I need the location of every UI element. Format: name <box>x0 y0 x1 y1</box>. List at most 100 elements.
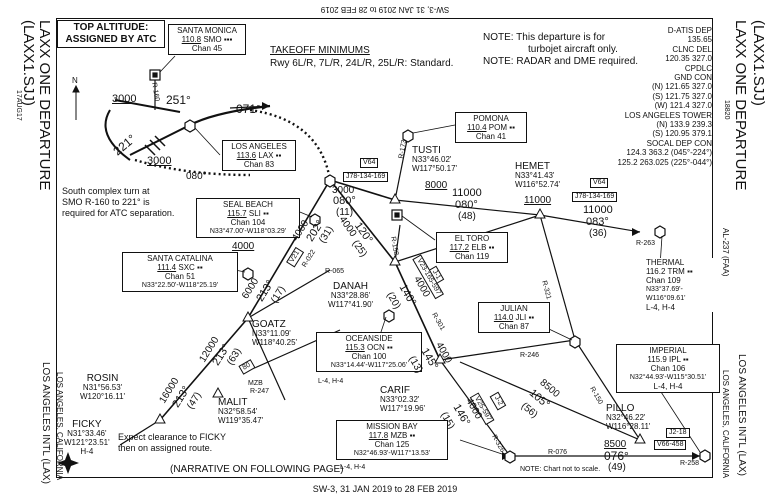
hdg-080b: 080° <box>333 195 356 207</box>
fix-lat: N33°41.43' <box>515 171 555 180</box>
navaid-oceanside: OCEANSIDE 115.3 OCN ▪▪ Chan 100 N33°14.4… <box>316 332 422 372</box>
morse-code-icon: ▪▪ <box>509 123 515 132</box>
note2-label: NOTE: <box>483 56 514 67</box>
comm-label: SOCAL DEP CON <box>646 138 712 148</box>
navaid-id: POM <box>488 123 507 132</box>
navaid-name: POMONA <box>473 114 509 123</box>
fix-lat: N31°56.53' <box>82 383 123 392</box>
navaid-freq: 110.8 <box>181 35 202 44</box>
fix-lat: N32°58.54' <box>218 407 258 416</box>
comm-label: 124.3 363.2 (045°-224°) <box>626 148 712 158</box>
navaid-name: IMPERIAL <box>649 346 687 355</box>
navaid-freq: 113.6 <box>236 151 257 160</box>
chart-frame <box>56 18 713 478</box>
mission-bay-extra: L-4, H-4 <box>340 464 366 471</box>
bottom-caption: SW-3, 31 JAN 2019 to 28 FEB 2019 <box>312 484 458 494</box>
fix-lat: N33°02.32' <box>380 395 420 404</box>
navaid-freq: 115.9 <box>647 355 667 364</box>
navaid-chan: Chan 106 <box>650 364 686 373</box>
morse-code-icon: ▪▪ <box>682 355 689 364</box>
fix-malit: MALIT N32°58.54' W119°35.47' <box>218 398 264 426</box>
comm-value: 135.65 <box>687 35 712 45</box>
fix-lon: W117°50.17' <box>412 164 458 173</box>
comm-label: (N) 121.65 327.0 <box>651 82 712 92</box>
hdg-083: 083° <box>586 216 609 228</box>
fix-danah: DANAH N33°28.86' W117°41.90' <box>328 282 373 310</box>
takeoff-text: Rwy 6L/R, 7L/R, 24L/R, 25L/R: Standard. <box>270 58 454 69</box>
fix-name: CARIF <box>380 385 410 396</box>
fix-lon: W121°23.51' <box>64 438 110 447</box>
navaid-imperial: IMPERIAL 115.9 IPL ▪▪ Chan 106 N32°44.93… <box>616 344 720 393</box>
comm-label: (S) 121.75 327.0 <box>652 91 712 101</box>
fix-lon: W120°16.11' <box>80 392 126 401</box>
navaid-id: SLI <box>248 209 261 218</box>
navaid-freq: 116.2 <box>646 267 666 276</box>
navaid-chan: Chan 109 <box>646 276 681 285</box>
r065: R-065 <box>325 268 345 275</box>
r246: R-246 <box>520 352 540 359</box>
navaid-santa-catalina: SANTA CATALINA 111.4 SXC ▪▪ Chan 51 N33°… <box>122 252 238 292</box>
morse-code-icon: ▪▪ <box>528 313 535 322</box>
navaid-extra: L-4, H-4 <box>653 382 683 391</box>
navaid-id: TRM <box>667 267 685 276</box>
navaid-chan: Chan 45 <box>191 44 223 53</box>
fix-name: ROSIN <box>86 373 119 384</box>
morse-code-icon: ▪▪ <box>197 263 203 272</box>
alt-8500-b: 8500 <box>604 439 627 450</box>
navaid-chan: Chan 119 <box>454 252 490 261</box>
mzb-label: MZB <box>248 380 263 387</box>
fix-name: GOATZ <box>252 319 286 330</box>
alt-11000-a: 11000 <box>452 187 482 199</box>
comm-label: 125.2 263.025 (225°-044°) <box>617 157 712 167</box>
fix-goatz: GOATZ N33°11.09' W118°40.25' <box>252 319 297 348</box>
fix-lon: W116°52.74' <box>515 180 561 189</box>
alt-4000-c: 4000 <box>232 241 255 252</box>
comm-label: (W) 121.4 327.0 <box>654 101 712 111</box>
fix-carif: CARIF N33°02.32' W117°19.96' <box>380 385 425 414</box>
comm-label: GND CON <box>674 73 712 83</box>
r247: R-247 <box>250 388 270 395</box>
alt-11000-b: 11000 <box>524 195 552 206</box>
oceanside-extra: L-4, H-4 <box>318 378 344 385</box>
hdg-076: 076° <box>604 449 629 463</box>
navaid-name: EL TORO <box>454 234 490 243</box>
south-complex-note: South complex turn at SMO R-160 to 221° … <box>62 186 174 219</box>
navaid-id: SMO <box>203 35 222 44</box>
navaid-pomona: POMONA 110.4 POM ▪▪ Chan 41 <box>455 112 527 143</box>
top-altitude-line1: TOP ALTITUDE: <box>73 22 149 33</box>
hdg-080a: 080° <box>186 171 207 182</box>
note1-text: This departure is for <box>516 32 606 43</box>
fix-extra: H-4 <box>80 447 94 456</box>
navaid-coords: N32°46.93'-W117°13.53' <box>353 450 431 457</box>
navaid-id: OCN <box>366 343 385 352</box>
morse-code-icon: ▪▪▪ <box>223 35 233 44</box>
comm-label: (S) 120.95 379.1 <box>652 129 712 139</box>
alt-3000-b: 3000 <box>147 155 172 167</box>
fix-tusti: TUSTI N33°46.02' W117°50.17' <box>412 145 458 174</box>
navaid-name: JULIAN <box>500 304 528 313</box>
hdg-071: 071° <box>236 102 261 116</box>
navaid-freq: 117.8 <box>368 431 389 440</box>
note1-label: NOTE: <box>483 32 514 43</box>
navaid-freq: 111.4 <box>157 263 177 272</box>
navaid-coords: N33°22.50'-W118°25.19' <box>141 282 219 289</box>
r076: R-076 <box>548 449 568 456</box>
route-tag-v64-a: V64 <box>360 158 379 168</box>
fix-lon: W119°35.47' <box>218 416 264 425</box>
navaid-freq: 110.4 <box>467 123 487 132</box>
route-tag-v66: V66-458 <box>654 440 687 450</box>
r263: R-263 <box>636 240 656 247</box>
fix-pillo: PILLO N32°46.22' W116°28.11' <box>606 404 650 432</box>
navaid-mission-bay: MISSION BAY 117.8 MZB ▪▪ Chan 125 N32°46… <box>336 420 448 460</box>
alt-3000-a: 3000 <box>112 93 137 105</box>
navaid-julian: JULIAN 114.0 JLI ▪▪ Chan 87 <box>478 302 550 333</box>
comm-label: D-ATIS DEP <box>667 26 712 35</box>
route-tag-j78-b: J78-134-169 <box>572 192 618 202</box>
alt-3000-c: 3000 <box>332 185 355 196</box>
fix-name: TUSTI <box>412 145 441 156</box>
navaid-name: SEAL BEACH <box>223 200 273 209</box>
fix-hemet: HEMET N33°41.43' W116°52.74' <box>515 162 561 190</box>
navaid-coords: N33°14.44'-W117°25.06' <box>330 362 408 369</box>
morse-code-icon: ▪▪ <box>687 267 693 276</box>
route-tag-v64-b: V64 <box>590 178 609 188</box>
